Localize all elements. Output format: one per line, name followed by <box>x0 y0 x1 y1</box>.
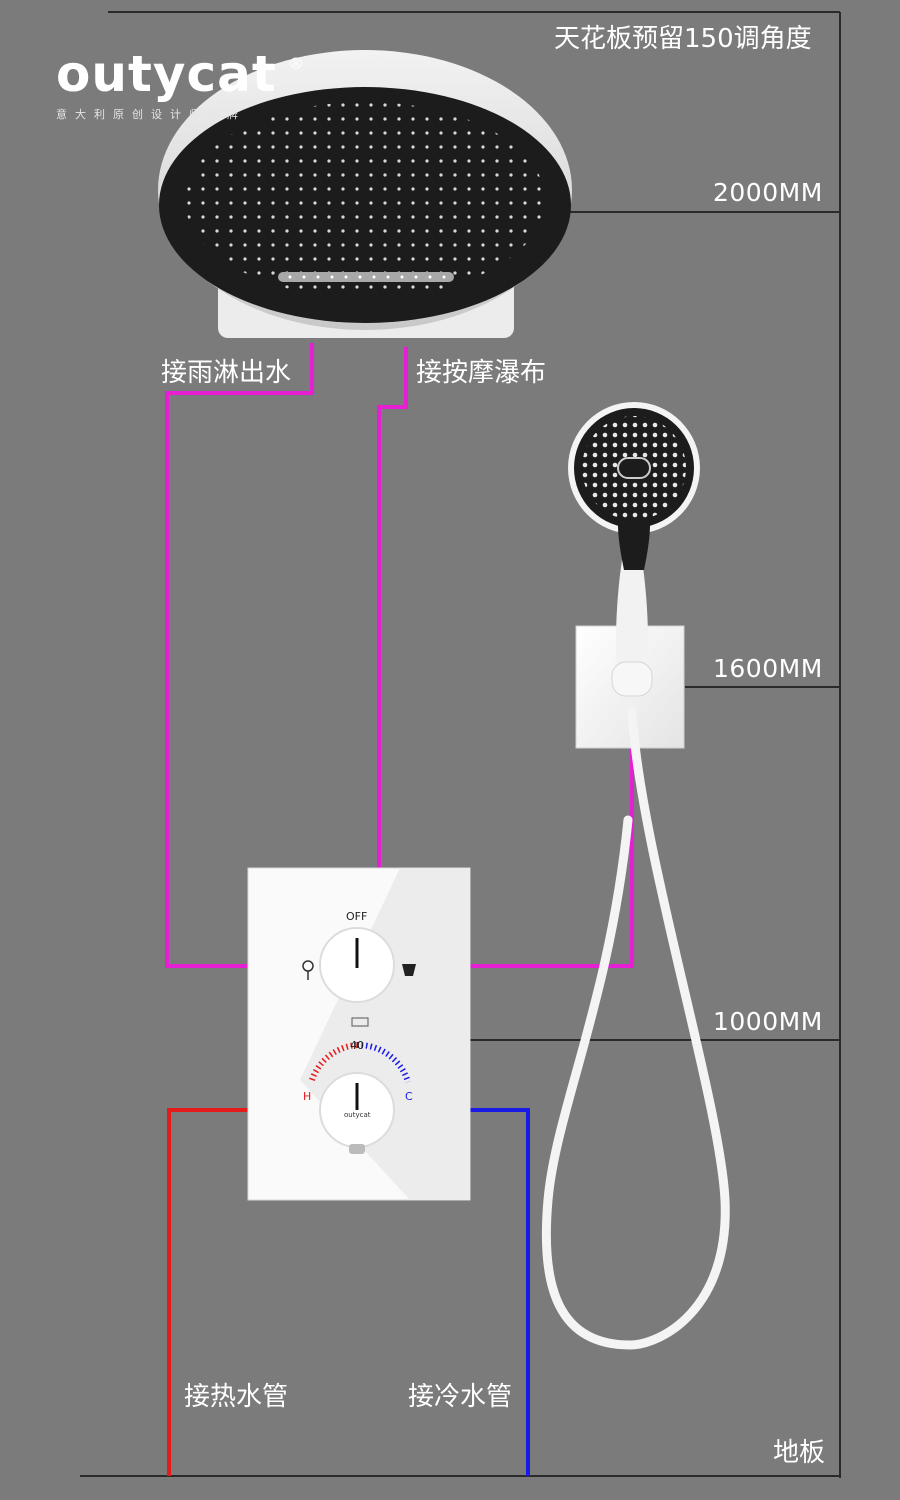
shower-head-icon <box>158 50 572 338</box>
brand-tagline: 意大利原创设计师品牌 <box>56 108 246 121</box>
valve-hot-mark: H <box>303 1090 312 1103</box>
waterfall-outlet-pipe <box>377 347 408 868</box>
hot-water-pipe <box>167 1108 248 1476</box>
hand-spray-icon <box>402 964 416 976</box>
hot-water-pipe-label: 接热水管 <box>184 1382 289 1412</box>
cold-water-pipe-label: 接冷水管 <box>408 1382 513 1412</box>
massage-waterfall-label: 接按摩瀑布 <box>416 358 547 388</box>
guide-lines <box>80 11 841 1478</box>
registered-mark: ® <box>288 54 304 73</box>
cold-water-pipe <box>470 1108 530 1476</box>
valve-temp-label: 40 <box>350 1039 364 1052</box>
rain-outlet-label: 接雨淋出水 <box>161 358 292 388</box>
spray-icon <box>351 1017 369 1027</box>
floor-label: 地板 <box>773 1438 826 1468</box>
hand-shower-icon <box>541 402 730 1350</box>
valve-off-label: OFF <box>346 910 368 923</box>
brand-name: outycat <box>56 45 277 103</box>
height-2000-label: 2000MM <box>713 178 823 207</box>
height-1600-label: 1600MM <box>713 654 823 683</box>
brand-logo: outycat ® 意大利原创设计师品牌 <box>56 45 304 122</box>
thermostatic-valve-icon <box>247 867 471 1201</box>
rain-outlet-pipe <box>165 343 314 968</box>
valve-logo: outycat <box>344 1111 371 1119</box>
rain-icon <box>302 960 314 980</box>
height-1000-label: 1000MM <box>713 1007 823 1036</box>
hand-shower-outlet-pipe <box>470 725 634 968</box>
ceiling-note-label: 天花板预留150调角度 <box>554 24 812 54</box>
outlet-pipes <box>165 343 634 968</box>
valve-cold-mark: C <box>405 1090 413 1103</box>
